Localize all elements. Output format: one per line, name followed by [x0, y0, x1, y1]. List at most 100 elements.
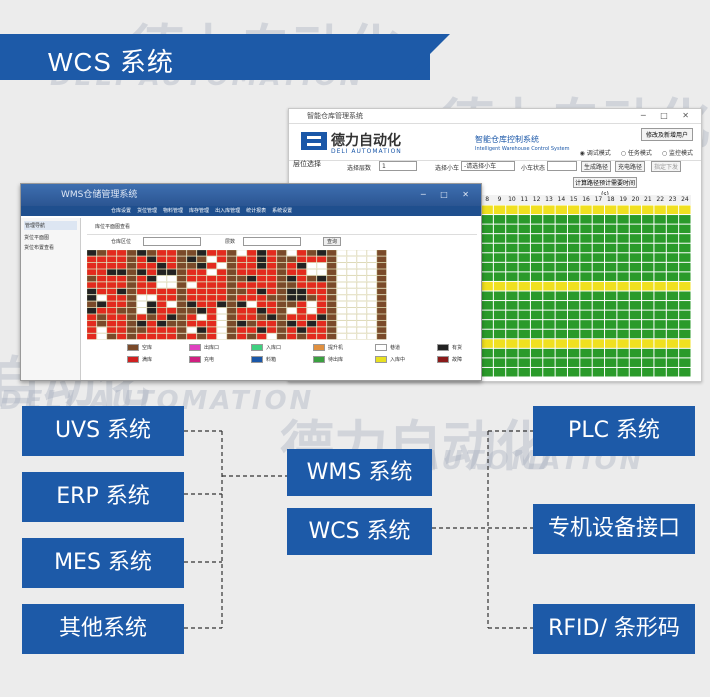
wcs-grid-cell[interactable] — [518, 253, 530, 262]
wcs-grid-cell[interactable] — [679, 367, 691, 377]
wms-grid-cell[interactable] — [336, 281, 347, 289]
wms-grid-cell[interactable] — [326, 288, 337, 295]
wms-grid-cell[interactable] — [216, 262, 227, 269]
wcs-grid-cell[interactable] — [605, 234, 617, 243]
wms-grid-cell[interactable] — [156, 250, 167, 256]
wcs-grid-cell[interactable] — [592, 291, 605, 301]
wms-grid-cell[interactable] — [226, 326, 237, 334]
wcs-grid-cell[interactable] — [555, 234, 567, 243]
wcs-grid-cell[interactable] — [580, 224, 592, 234]
wcs-grid-cell[interactable] — [679, 272, 691, 281]
wms-grid-cell[interactable] — [216, 326, 227, 334]
wms-grid-cell[interactable] — [206, 288, 217, 295]
wms-grid-cell[interactable] — [106, 275, 117, 282]
wcs-grid-cell[interactable] — [493, 262, 506, 272]
wms-grid-cell[interactable] — [226, 320, 237, 327]
wcs-grid-cell[interactable] — [567, 348, 580, 358]
wcs-grid-cell[interactable] — [506, 358, 518, 367]
wms-grid-cell[interactable] — [166, 294, 177, 301]
wcs-grid-cell[interactable] — [654, 348, 666, 358]
wms-grid-cell[interactable] — [276, 250, 287, 256]
wms-grid-cell[interactable] — [196, 294, 207, 301]
wms-grid-cell[interactable] — [136, 288, 147, 295]
wcs-grid-cell[interactable] — [617, 301, 629, 310]
wcs-grid-cell[interactable] — [617, 339, 629, 348]
wms-grid-cell[interactable] — [266, 288, 277, 295]
wms-grid-cell[interactable] — [176, 269, 187, 276]
wms-grid-cell[interactable] — [376, 326, 387, 334]
wcs-grid-cell[interactable] — [666, 243, 679, 253]
wms-grid-cell[interactable] — [306, 333, 317, 340]
wcs-grid-cell[interactable] — [642, 205, 654, 215]
wcs-grid-cell[interactable] — [481, 301, 493, 310]
wcs-grid-cell[interactable] — [543, 224, 555, 234]
wms-grid-cell[interactable] — [316, 250, 327, 256]
wms-grid-cell[interactable] — [286, 326, 297, 334]
wms-grid-cell[interactable] — [346, 301, 357, 308]
wms-grid-cell[interactable] — [266, 333, 277, 340]
wms-grid-cell[interactable] — [126, 269, 137, 276]
wms-grid-cell[interactable] — [356, 307, 367, 314]
wcs-grid-cell[interactable] — [580, 358, 592, 367]
wcs-grid-cell[interactable] — [605, 339, 617, 348]
wcs-grid-cell[interactable] — [567, 215, 580, 224]
wms-grid-cell[interactable] — [96, 275, 107, 282]
wms-grid-cell[interactable] — [166, 262, 177, 269]
send-command-button[interactable]: 指定下发 — [651, 161, 681, 172]
wms-grid-cell[interactable] — [236, 326, 247, 334]
wms-grid-cell[interactable] — [256, 320, 267, 327]
wms-grid-cell[interactable] — [366, 269, 377, 276]
wms-grid-cell[interactable] — [246, 256, 257, 263]
wms-grid-cell[interactable] — [186, 320, 197, 327]
wcs-grid-cell[interactable] — [592, 348, 605, 358]
wms-grid-cell[interactable] — [156, 301, 167, 308]
wcs-grid-cell[interactable] — [592, 358, 605, 367]
wms-grid-cell[interactable] — [146, 320, 157, 327]
wcs-grid-cell[interactable] — [605, 281, 617, 291]
wms-grid-cell[interactable] — [106, 333, 117, 340]
wms-grid-cell[interactable] — [146, 314, 157, 321]
wcs-grid-cell[interactable] — [580, 253, 592, 262]
wms-grid-cell[interactable] — [306, 262, 317, 269]
wms-grid-cell[interactable] — [206, 314, 217, 321]
wcs-grid-cell[interactable] — [654, 234, 666, 243]
wms-grid-cell[interactable] — [176, 262, 187, 269]
wms-grid-cell[interactable] — [356, 301, 367, 308]
wcs-grid-cell[interactable] — [567, 205, 580, 215]
wms-grid-cell[interactable] — [336, 275, 347, 282]
wms-grid-cell[interactable] — [256, 269, 267, 276]
wcs-grid-cell[interactable] — [629, 310, 642, 320]
wms-grid-cell[interactable] — [336, 294, 347, 301]
wms-grid-cell[interactable] — [196, 333, 207, 340]
wms-grid-cell[interactable] — [276, 333, 287, 340]
wms-grid-cell[interactable] — [116, 275, 127, 282]
wms-grid-cell[interactable] — [266, 314, 277, 321]
wms-grid-cell[interactable] — [366, 256, 377, 263]
wcs-grid-cell[interactable] — [493, 205, 506, 215]
wms-grid-cell[interactable] — [326, 314, 337, 321]
wcs-grid-cell[interactable] — [666, 329, 679, 339]
wcs-grid-cell[interactable] — [506, 253, 518, 262]
wcs-grid-cell[interactable] — [555, 291, 567, 301]
wms-grid-cell[interactable] — [246, 269, 257, 276]
wms-grid-cell[interactable] — [106, 262, 117, 269]
layer-select[interactable]: 1 — [379, 161, 417, 171]
wcs-grid-cell[interactable] — [506, 320, 518, 329]
wms-grid-cell[interactable] — [356, 262, 367, 269]
wms-grid-cell[interactable] — [87, 333, 97, 340]
wms-grid-cell[interactable] — [276, 314, 287, 321]
wcs-grid-cell[interactable] — [506, 348, 518, 358]
wcs-grid-cell[interactable] — [617, 310, 629, 320]
wcs-grid-cell[interactable] — [506, 291, 518, 301]
wms-grid-cell[interactable] — [306, 320, 317, 327]
wcs-grid-cell[interactable] — [605, 320, 617, 329]
wcs-grid-cell[interactable] — [493, 320, 506, 329]
wms-grid-cell[interactable] — [306, 281, 317, 289]
wcs-grid-cell[interactable] — [679, 234, 691, 243]
wcs-grid-cell[interactable] — [629, 291, 642, 301]
wms-grid-cell[interactable] — [256, 275, 267, 282]
wms-grid-cell[interactable] — [126, 314, 137, 321]
wcs-grid-cell[interactable] — [567, 243, 580, 253]
wcs-grid-cell[interactable] — [506, 339, 518, 348]
wcs-grid-cell[interactable] — [629, 224, 642, 234]
